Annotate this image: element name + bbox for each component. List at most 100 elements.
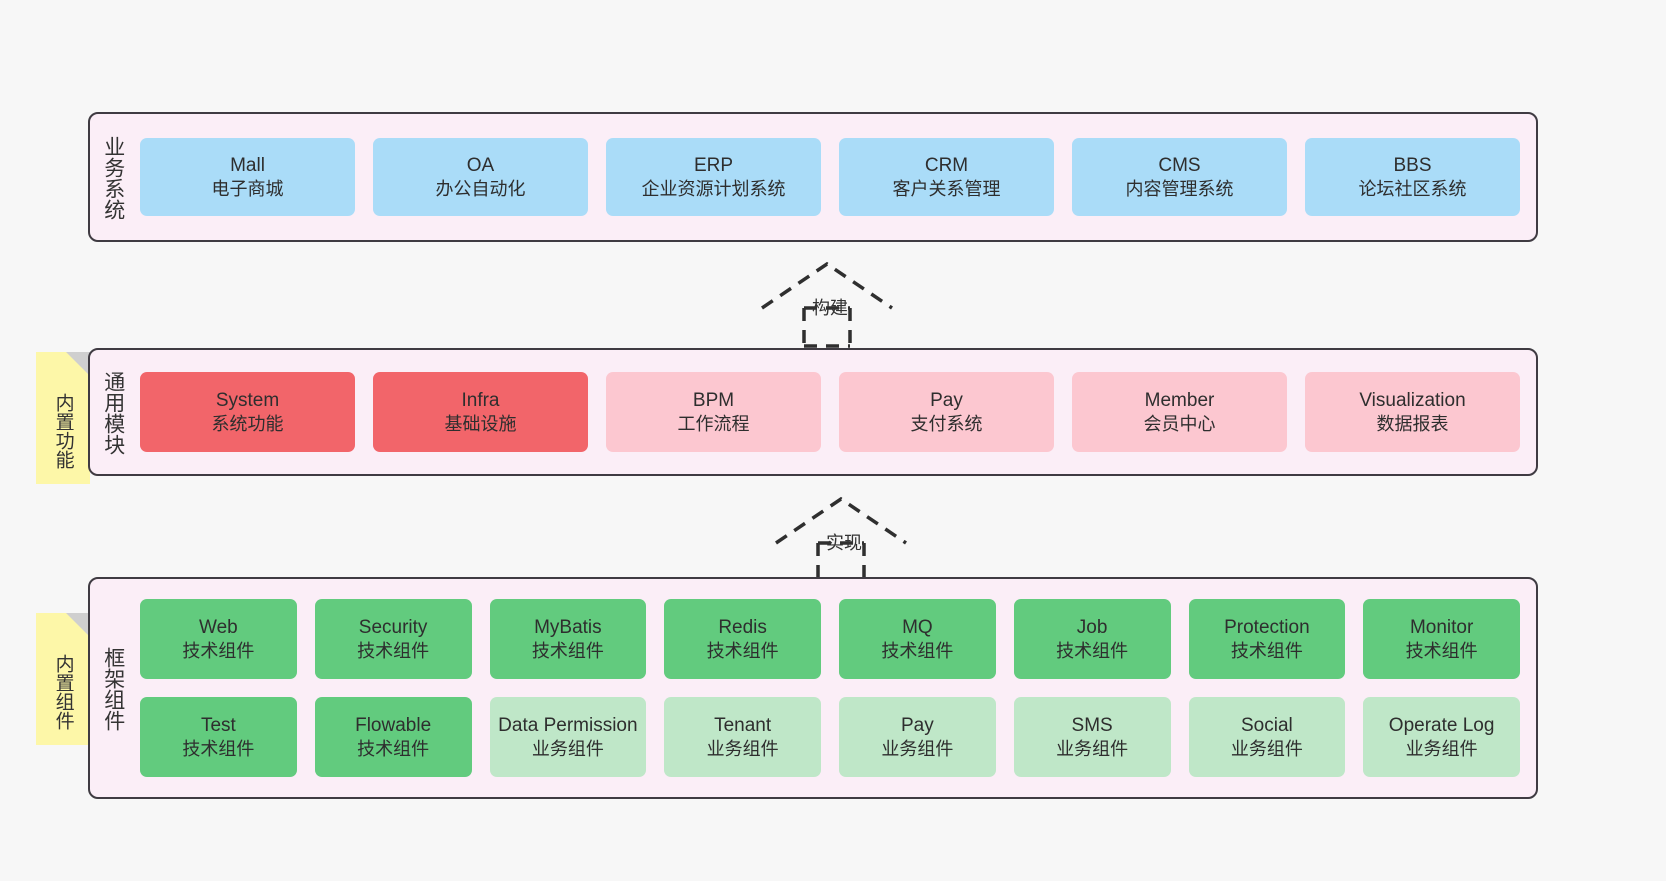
framework-technical-cell-name: Protection [1224,616,1310,638]
connector-build-label: 构建 [812,298,848,318]
framework-business-cell-desc: 业务组件 [1230,738,1303,759]
connector-implement-arrow [775,496,907,585]
framework-technical-cell-name: Job [1076,616,1108,638]
framework-technical-cell-desc: 技术组件 [357,640,430,661]
framework-business-cell-name: Pay [901,714,934,736]
framework-technical-cell-desc: 技术组件 [1230,640,1303,661]
business-system-cell-desc: 企业资源计划系统 [641,178,786,199]
framework-technical-cell-name: MQ [902,616,933,638]
framework-technical-cell-name: Redis [718,616,767,638]
business-system-cell-name: Mall [230,154,265,176]
layer-title-common-modules: 通用模块 [101,371,125,455]
business-system-cell-name: CMS [1158,154,1201,176]
note-builtin-components-label: 内置组件 [52,654,74,730]
common-module-cell-name: Infra [461,389,500,411]
common-module-cell-desc: 基础设施 [444,413,517,434]
note-builtin-features: 内置功能 [36,352,90,484]
framework-business-cell-desc: 技术组件 [182,738,255,759]
common-module-cell-desc: 数据报表 [1376,413,1449,434]
framework-technical-cell-desc: 技术组件 [881,640,954,661]
common-module-cell-name: System [215,389,280,411]
framework-business-cell-name: Flowable [355,714,432,736]
framework-business-cell-name: SMS [1071,714,1113,736]
note-builtin-components: 内置组件 [36,613,90,745]
common-module-cell-name: Pay [930,389,963,411]
framework-technical-cell-desc: 技术组件 [706,640,779,661]
note-fold-icon [66,352,90,376]
framework-technical-cell-name: MyBatis [534,616,602,638]
framework-business-cell-desc: 业务组件 [1056,738,1129,759]
note-fold-icon [66,613,90,637]
common-module-cell-desc: 工作流程 [677,413,750,434]
business-system-cell-desc: 内容管理系统 [1125,178,1234,199]
layer-title-framework-components: 框架组件 [101,647,125,731]
connector-build: 构建 [752,258,922,350]
business-system-cell-name: ERP [693,154,734,176]
business-system-cell-desc: 论坛社区系统 [1358,178,1467,199]
connector-build-arrow [761,261,893,350]
framework-business-cell-desc: 业务组件 [531,738,604,759]
framework-technical-cell-name: Monitor [1409,616,1474,638]
common-module-cell-name: Member [1144,389,1215,411]
framework-business-cell-name: Social [1241,714,1293,736]
business-system-cell-desc: 客户关系管理 [892,178,1001,199]
framework-technical-cell-name: Web [199,616,238,638]
layer-title-business-systems: 业务系统 [101,136,125,220]
business-system-cell-name: CRM [924,154,969,176]
business-system-cell-name: OA [466,154,495,176]
framework-business-cell-name: Tenant [714,714,772,736]
framework-technical-cell-desc: 技术组件 [1056,640,1129,661]
framework-technical-cell-desc: 技术组件 [1405,640,1478,661]
framework-business-cell-desc: 业务组件 [706,738,779,759]
common-module-cell-name: BPM [692,389,735,411]
connector-implement: 实现 [766,493,936,585]
note-builtin-features-label: 内置功能 [52,393,74,469]
connector-implement-label: 实现 [826,533,862,553]
business-system-cell-desc: 电子商城 [211,178,284,199]
framework-business-cell-name: Operate Log [1388,714,1495,736]
business-system-cell-desc: 办公自动化 [435,178,526,199]
common-module-cell-desc: 支付系统 [910,413,983,434]
business-system-cell-name: BBS [1393,154,1432,176]
framework-technical-cell-desc: 技术组件 [182,640,255,661]
framework-business-cell-name: Data Permission [498,714,638,736]
framework-technical-cell-name: Security [358,616,428,638]
